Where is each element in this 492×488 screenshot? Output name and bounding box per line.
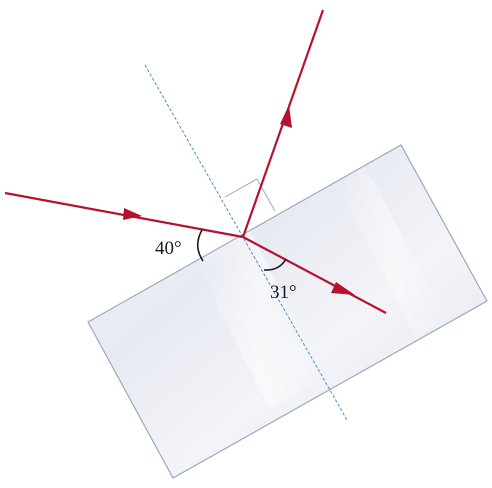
- refracted-ray: [242, 236, 387, 314]
- glass-highlight: [195, 231, 325, 409]
- glass-highlight-2: [335, 166, 447, 337]
- incident-arrow: [123, 208, 142, 220]
- glass-block: [87, 144, 488, 479]
- incident-ray: [4, 191, 244, 239]
- refracted-arrow: [331, 282, 355, 295]
- right-angle-marker: [224, 178, 276, 212]
- angle-arc-incident: [196, 229, 204, 262]
- normal-line: [144, 64, 348, 421]
- angle-label-incident: 40°: [155, 238, 182, 259]
- angle-arc-refracted: [263, 258, 287, 271]
- reflected-ray: [241, 9, 325, 238]
- angle-label-refracted: 31°: [270, 282, 297, 303]
- reflected-arrow: [280, 105, 292, 128]
